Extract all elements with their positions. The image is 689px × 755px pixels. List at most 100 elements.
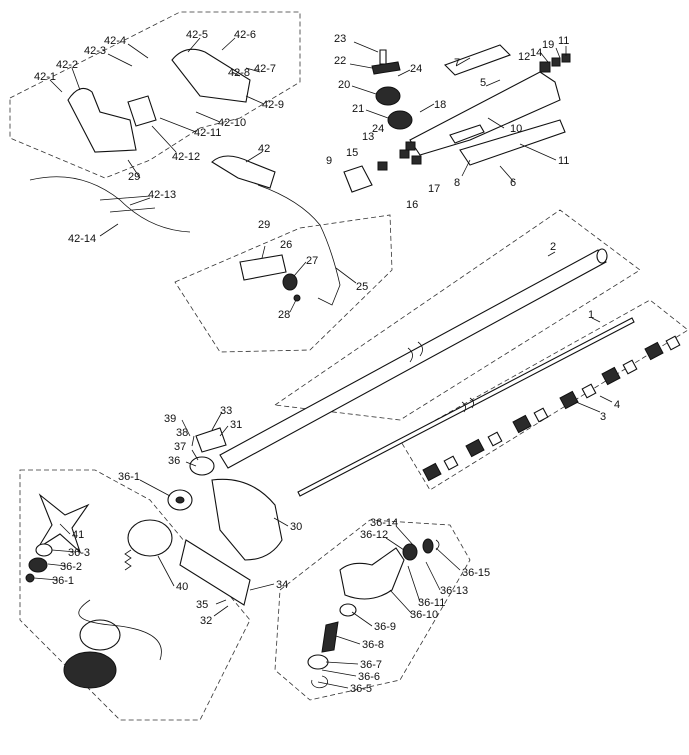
washer-36-1-hole	[175, 496, 185, 504]
bolt-23	[379, 49, 387, 65]
label-36-11: 36-11	[418, 597, 445, 609]
label-4: 4	[614, 399, 620, 411]
label-35: 35	[196, 599, 208, 611]
loop-handle-42	[211, 155, 276, 189]
label-38: 38	[176, 427, 188, 439]
label-16: 16	[406, 199, 418, 211]
label-36-2: 36-2	[60, 561, 82, 573]
label-37: 37	[174, 441, 186, 453]
label-29-mid: 29	[258, 219, 270, 231]
washer-36-9	[339, 603, 357, 617]
nut-36-2	[28, 557, 48, 573]
clip-36-5	[311, 675, 329, 689]
label-36-12: 36-12	[360, 529, 388, 541]
spring	[124, 549, 132, 571]
trimmer-line	[78, 599, 162, 661]
label-13: 13	[362, 131, 374, 143]
spool	[79, 619, 121, 651]
washer-36-3	[35, 543, 53, 557]
label-15: 15	[346, 147, 358, 159]
label-3: 3	[600, 411, 606, 423]
small-parts-13-17	[377, 141, 422, 171]
label-36-5: 36-5	[350, 683, 372, 695]
label-11-top: 11	[558, 35, 569, 47]
label-27: 27	[306, 255, 318, 267]
label-36-14: 36-14	[370, 517, 398, 529]
label-42-5: 42-5	[186, 29, 208, 41]
label-36-7: 36-7	[360, 659, 382, 671]
shaft-tube	[219, 249, 607, 469]
label-10: 10	[510, 123, 522, 135]
label-9: 9	[326, 155, 332, 167]
bearing-36-12	[402, 543, 418, 561]
handle-group-outline	[9, 11, 301, 179]
spool-base	[63, 651, 117, 689]
trigger-8	[449, 124, 485, 144]
loop-handle-group-outline	[174, 214, 393, 353]
label-25: 25	[356, 281, 368, 293]
wire-harness-42-13	[99, 195, 156, 213]
part-labels: 42-1 42-2 42-3 42-4 42-5 42-6 42-7 42-8 …	[34, 29, 620, 695]
label-32: 32	[200, 615, 212, 627]
label-42-12: 42-12	[172, 151, 200, 163]
shaft-break-mark	[407, 341, 423, 363]
label-42-3: 42-3	[84, 45, 106, 57]
label-36-15: 36-15	[462, 567, 490, 579]
label-24-top: 24	[410, 63, 422, 75]
label-7: 7	[454, 57, 460, 69]
drive-shaft-break	[461, 397, 474, 413]
label-22: 22	[334, 55, 346, 67]
label-17: 17	[428, 183, 440, 195]
label-23: 23	[334, 33, 346, 45]
guard-strip-34	[179, 539, 251, 606]
label-39: 39	[164, 413, 176, 425]
label-42-10: 42-10	[218, 117, 246, 129]
gearbox-36-10	[339, 547, 405, 600]
small-nuts-11	[539, 53, 571, 73]
label-42-7: 42-7	[254, 63, 276, 75]
loop-rod-25	[257, 184, 341, 306]
label-18: 18	[434, 99, 446, 111]
label-1: 1	[588, 309, 594, 321]
shaft-tube-end	[596, 248, 608, 264]
label-42-6: 42-6	[234, 29, 256, 41]
label-41: 41	[72, 529, 84, 541]
label-31: 31	[230, 419, 242, 431]
blade-41	[37, 493, 90, 554]
label-42-14: 42-14	[68, 233, 96, 245]
label-20: 20	[338, 79, 350, 91]
clamp-31	[195, 427, 227, 453]
left-handle-42-2	[67, 87, 137, 153]
label-30: 30	[290, 521, 302, 533]
collar-36	[189, 456, 215, 476]
label-36-9: 36-9	[374, 621, 396, 633]
label-6: 6	[510, 177, 516, 189]
guard-30	[211, 478, 283, 561]
shaft-group-outline	[273, 209, 641, 421]
bracket-9	[343, 165, 373, 193]
label-5: 5	[480, 77, 486, 89]
label-2: 2	[550, 241, 556, 253]
label-42-13: 42-13	[148, 189, 176, 201]
label-24-mid: 24	[372, 123, 384, 135]
label-11-right: 11	[558, 155, 569, 167]
label-42-9: 42-9	[262, 99, 284, 111]
label-8: 8	[454, 177, 460, 189]
shaft-bushings	[422, 335, 681, 482]
label-36-3: 36-3	[68, 547, 90, 559]
label-42-8: 42-8	[228, 67, 250, 79]
clamp-20-21	[375, 86, 413, 130]
trimmer-head-40	[127, 519, 173, 557]
label-28: 28	[278, 309, 290, 321]
label-36: 36	[168, 455, 180, 467]
cable-42-14	[29, 176, 191, 233]
nut-27	[282, 273, 298, 291]
right-handle-42-5	[171, 48, 251, 103]
label-42-1: 42-1	[34, 71, 56, 83]
side-cover-6	[459, 119, 566, 166]
label-42-11: 42-11	[194, 127, 221, 139]
screw-28	[293, 294, 301, 302]
label-36-1-top: 36-1	[118, 471, 140, 483]
label-33: 33	[220, 405, 232, 417]
